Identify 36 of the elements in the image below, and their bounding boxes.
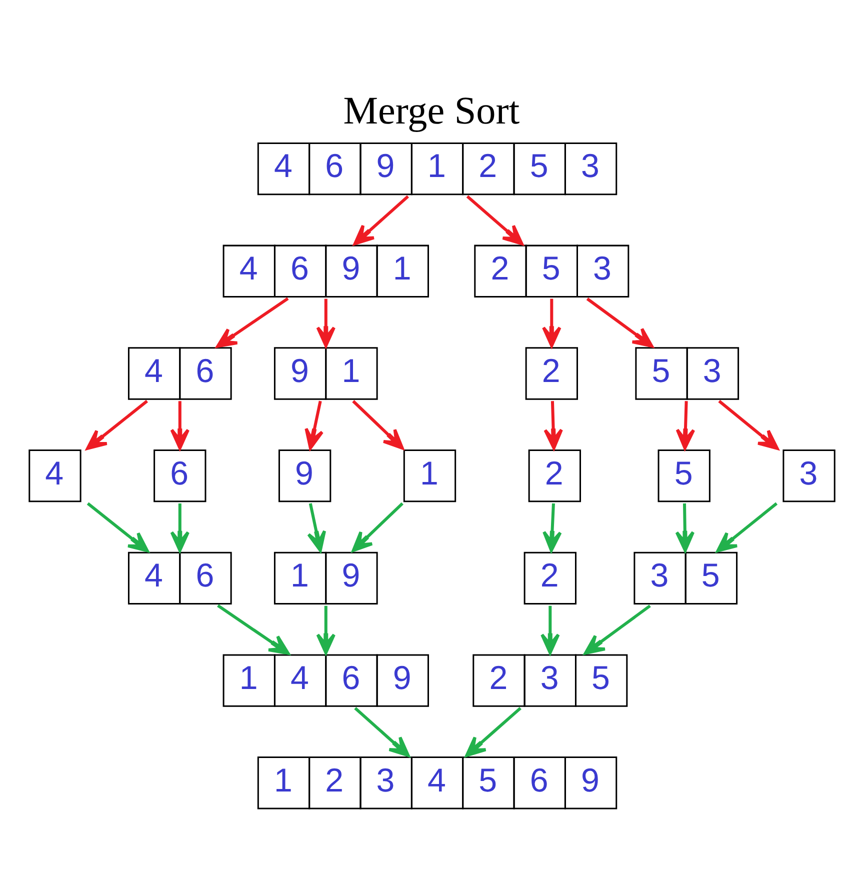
- arrow: [716, 502, 778, 552]
- arrow: [584, 604, 651, 655]
- arrow: [307, 503, 326, 552]
- arrow: [586, 298, 654, 348]
- arrow: [465, 707, 522, 757]
- arrow: [718, 400, 779, 450]
- arrow: [86, 502, 149, 552]
- arrow: [542, 298, 562, 348]
- arrow: [170, 401, 190, 450]
- node-box: 5: [658, 450, 710, 502]
- node-box: 4: [28, 450, 82, 502]
- arrow: [316, 298, 336, 348]
- arrow: [542, 503, 562, 552]
- arrow: [675, 503, 695, 552]
- arrow: [304, 400, 324, 450]
- node-box: 1: [403, 450, 456, 502]
- node-box: 3: [782, 450, 836, 502]
- arrow: [540, 606, 560, 654]
- diagram-title: Merge Sort: [343, 89, 520, 132]
- arrow: [544, 401, 563, 450]
- arrow: [352, 502, 404, 552]
- arrow: [466, 195, 524, 246]
- node-box: 9: [278, 450, 332, 502]
- node-box: 2: [528, 450, 581, 502]
- arrow: [353, 195, 410, 246]
- node-box: 2: [524, 552, 576, 605]
- node-box: 2: [525, 347, 578, 400]
- arrow: [216, 297, 289, 348]
- arrow: [354, 707, 410, 757]
- arrow: [217, 604, 290, 655]
- arrow: [352, 400, 404, 450]
- arrow: [676, 401, 696, 450]
- arrow: [170, 503, 190, 552]
- arrow: [86, 400, 148, 450]
- arrow: [316, 606, 336, 654]
- node-box: 6: [154, 450, 206, 502]
